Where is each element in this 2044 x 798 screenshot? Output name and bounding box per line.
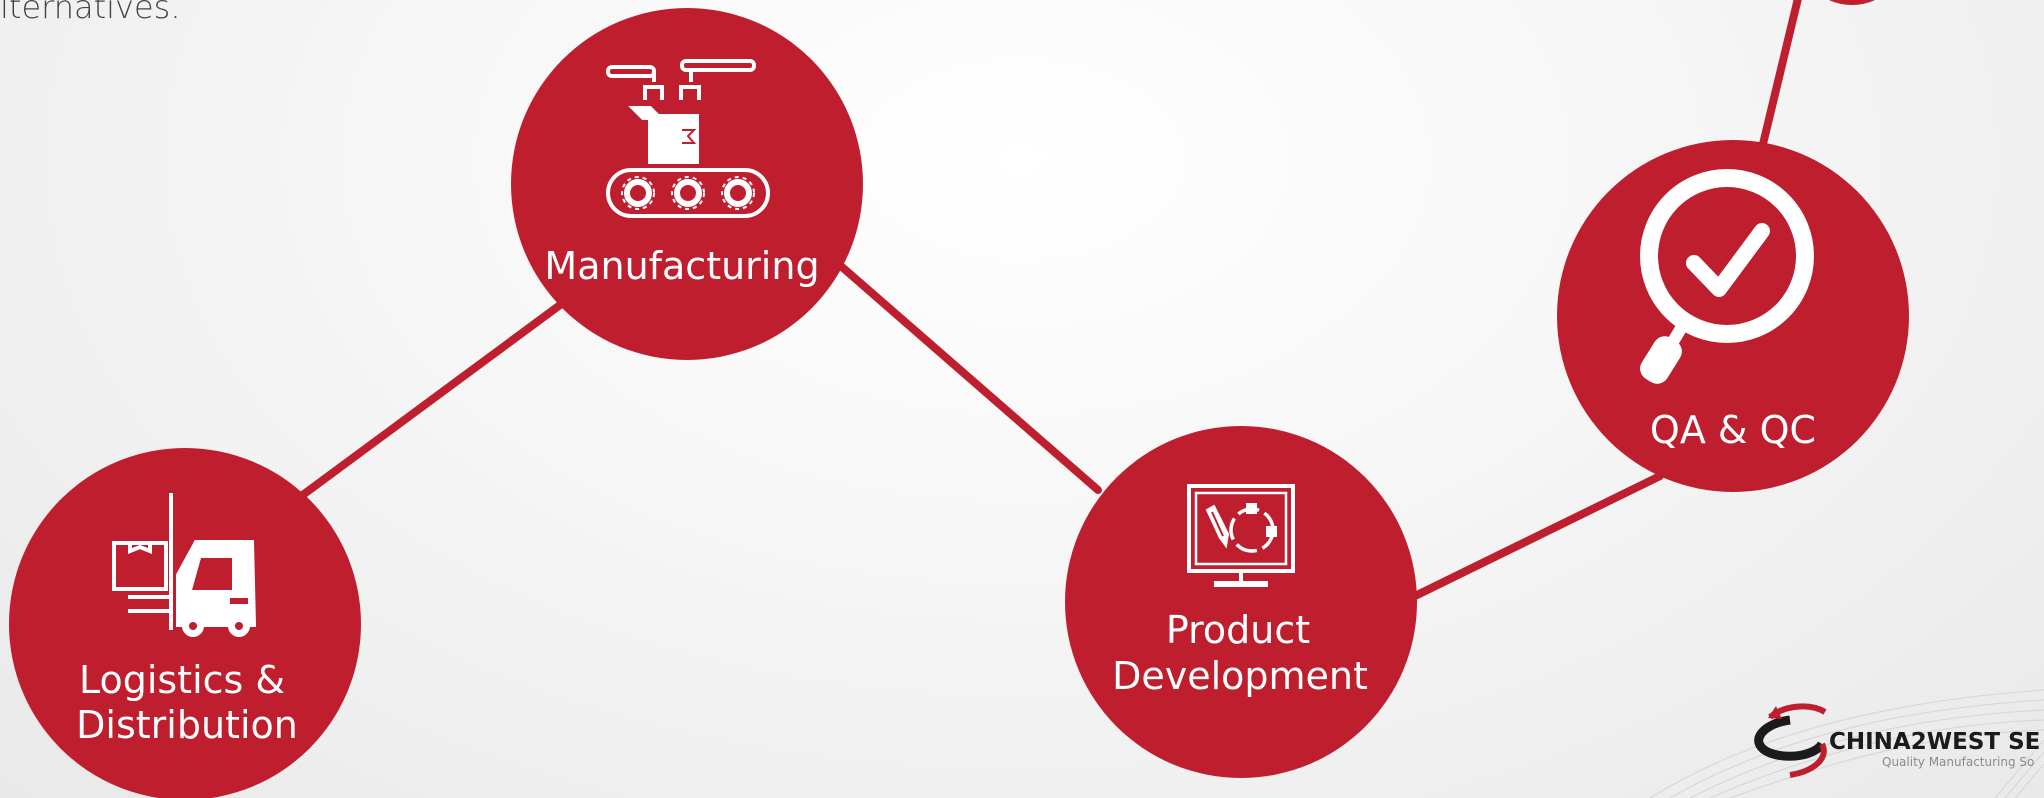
node-product-development-circle (1065, 426, 1417, 778)
conveyor-belt-icon (606, 59, 770, 218)
magnifier-check-icon (1640, 169, 1814, 384)
offscreen-node (1829, 0, 1875, 5)
node-manufacturing-label: Manufacturing (544, 244, 819, 288)
node-logistics: Logistics & Distribution (9, 448, 361, 798)
node-qa-qc-label: QA & QC (1650, 408, 1816, 452)
node-manufacturing: Manufacturing (511, 8, 863, 360)
conveyor-gears (621, 176, 755, 210)
node-product-development-label-line2: Development (1112, 654, 1368, 698)
logo-name: CHINA2WEST SE (1829, 729, 2040, 755)
node-logistics-label-line2: Distribution (76, 703, 298, 747)
logo-tagline: Quality Manufacturing So (1882, 755, 2034, 769)
node-logistics-label-line1: Logistics & (79, 658, 285, 702)
node-product-development-label-line1: Product (1166, 608, 1310, 652)
connector-lines (296, 0, 1802, 600)
connector-qa-offscreen (1759, 0, 1802, 148)
forklift-icon (112, 493, 257, 637)
node-product-development: Product Development (1065, 426, 1417, 778)
connector-product-development-qa (1411, 472, 1664, 600)
node-qa-qc: QA & QC (1557, 140, 1909, 492)
connector-manufacturing-product-development (838, 263, 1102, 494)
connector-logistics-manufacturing (296, 301, 564, 501)
intro-text: lternatives. (0, 0, 181, 26)
logo-mark-icon (1754, 703, 1827, 778)
company-logo: CHINA2WEST SE Quality Manufacturing So (1649, 689, 2044, 798)
logo-swoosh-lines (1649, 689, 2044, 798)
design-monitor-icon (1187, 484, 1295, 587)
